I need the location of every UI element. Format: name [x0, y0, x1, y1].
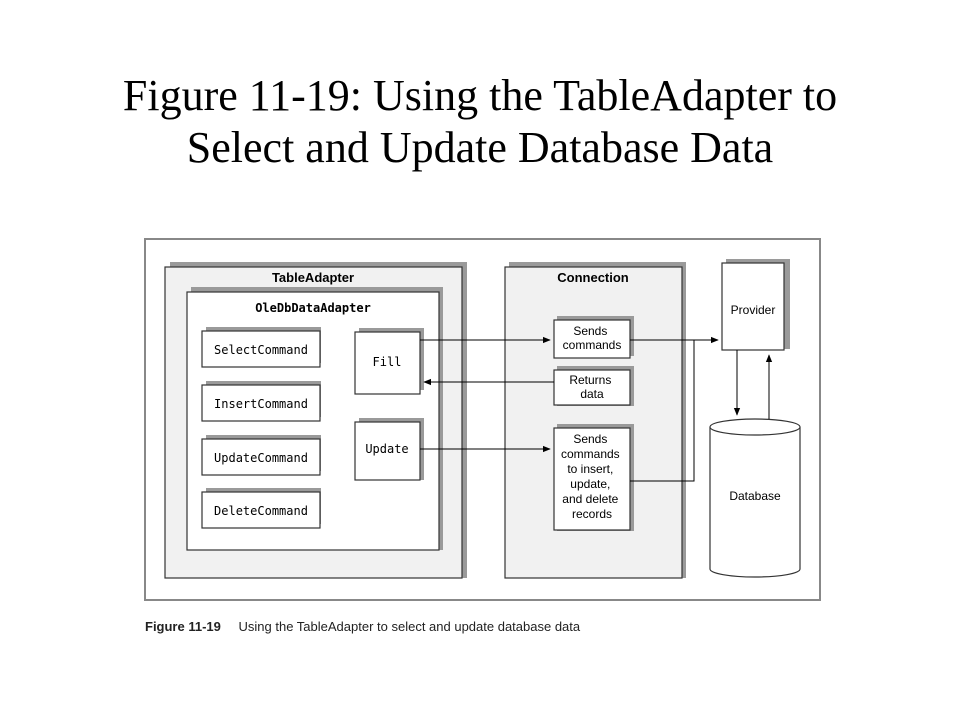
update-command-box — [201, 438, 321, 476]
connection-label: Connection — [557, 270, 629, 285]
title-line-2: Select and Update Database Data — [186, 123, 774, 172]
connector-sends-long-to-provider — [630, 340, 695, 482]
caption-number: Figure 11-19 — [145, 619, 221, 634]
fill-method-box — [354, 331, 421, 395]
select-command-label: SelectCommand — [214, 343, 308, 357]
title-line-1: Figure 11-19: Using the TableAdapter to — [122, 71, 838, 120]
oledb-adapter-label: OleDbDataAdapter — [255, 301, 371, 315]
delete-command-label: DeleteCommand — [214, 504, 308, 518]
caption-text: Using the TableAdapter to select and upd… — [238, 619, 581, 634]
fill-method-label: Fill — [373, 355, 402, 369]
connection-box — [504, 266, 683, 579]
database-label: Database — [729, 489, 781, 503]
sends-commands-long-box — [553, 427, 631, 531]
update-method-label: Update — [365, 442, 408, 456]
sends-commands-long-label: Sends commands to insert, update, and de… — [561, 432, 623, 521]
sends-commands-box — [553, 319, 631, 359]
update-method-box — [354, 421, 421, 481]
slide-title: Figure 11-19: Using the TableAdapter to … — [0, 70, 960, 174]
select-command-box — [201, 330, 321, 368]
insert-command-box — [201, 384, 321, 422]
figure-caption: Figure 11-19 Using the TableAdapter to s… — [145, 619, 580, 634]
returns-data-box — [553, 369, 631, 406]
delete-command-box — [201, 491, 321, 529]
database-cylinder — [709, 418, 801, 578]
update-command-label: UpdateCommand — [214, 451, 308, 465]
sends-commands-label: Sends commands — [563, 324, 622, 352]
provider-label: Provider — [731, 303, 776, 317]
provider-box — [721, 262, 785, 351]
table-adapter-label: TableAdapter — [272, 270, 354, 285]
insert-command-label: InsertCommand — [214, 397, 308, 411]
returns-data-label: Returns data — [569, 373, 614, 401]
